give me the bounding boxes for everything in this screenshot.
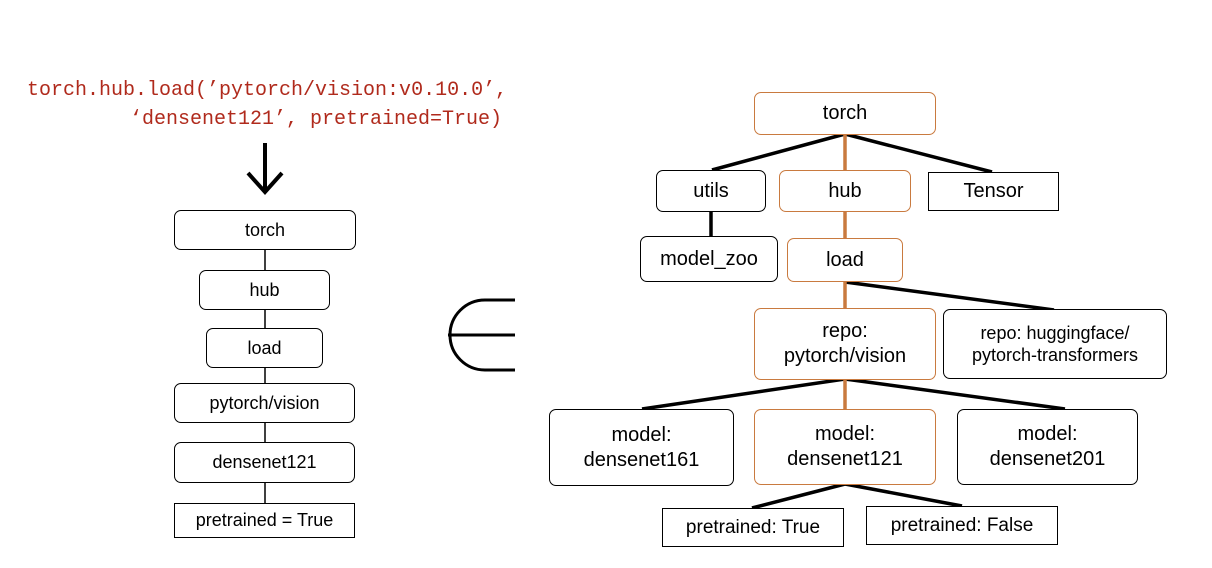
tree-node-pretrained-true: pretrained: True <box>662 508 844 547</box>
tree-node-tensor-label: Tensor <box>963 180 1024 202</box>
left-node-hub: hub <box>199 270 330 310</box>
left-node-hub-label: hub <box>249 279 280 300</box>
down-arrow-icon <box>246 143 284 195</box>
tree-node-load: load <box>787 238 903 282</box>
tree-node-torch-label: torch <box>822 102 868 124</box>
tree-node-repo-vision-line2: pytorch/vision <box>783 345 907 367</box>
tree-node-model-densenet121-line1: model: <box>814 423 876 445</box>
left-node-pretrained: pretrained = True <box>174 503 355 538</box>
tree-node-model-densenet161-line1: model: <box>611 423 672 446</box>
tree-node-model-densenet201-line1: model: <box>1017 423 1078 445</box>
left-node-pretrained-label: pretrained = True <box>195 510 334 531</box>
left-node-repo-label: pytorch/vision <box>209 392 320 413</box>
tree-node-torch: torch <box>754 92 936 135</box>
code-line-2: ‘densenet121’, pretrained=True) <box>130 108 503 131</box>
tree-node-model-densenet161: model: densenet161 <box>549 409 734 486</box>
tree-node-repo-huggingface-line2: pytorch-transformers <box>971 345 1139 365</box>
left-node-load-label: load <box>247 337 282 358</box>
code-line-1: torch.hub.load(’pytorch/vision:v0.10.0’, <box>27 79 508 102</box>
tree-node-model-zoo-label: model_zoo <box>660 247 758 270</box>
tree-node-model-densenet201: model: densenet201 <box>957 409 1138 485</box>
element-of-symbol <box>448 298 515 372</box>
tree-node-hub: hub <box>779 170 911 212</box>
tree-node-model-densenet121: model: densenet121 <box>754 409 936 485</box>
tree-node-model-densenet161-line2: densenet161 <box>583 448 700 471</box>
left-node-torch-label: torch <box>244 219 286 240</box>
tree-node-repo-huggingface: repo: huggingface/ pytorch-transformers <box>943 309 1167 379</box>
left-node-model: densenet121 <box>174 442 355 483</box>
tree-node-pretrained-false: pretrained: False <box>866 506 1058 545</box>
tree-connectors <box>641 132 1066 510</box>
tree-node-repo-huggingface-line1: repo: huggingface/ <box>980 322 1130 343</box>
tree-node-repo-vision: repo: pytorch/vision <box>754 308 936 380</box>
tree-node-hub-label: hub <box>828 179 862 202</box>
left-node-repo: pytorch/vision <box>174 383 355 423</box>
tree-node-model-zoo: model_zoo <box>640 236 778 282</box>
left-node-load: load <box>206 328 323 368</box>
tree-node-pretrained-false-label: pretrained: False <box>890 514 1034 536</box>
tree-node-model-densenet121-line2: densenet121 <box>787 448 903 470</box>
tree-node-model-densenet201-line2: densenet201 <box>989 448 1106 470</box>
tree-node-repo-vision-line1: repo: <box>822 320 868 342</box>
left-node-model-label: densenet121 <box>212 452 317 473</box>
tree-node-utils-label: utils <box>693 179 729 202</box>
left-node-torch: torch <box>174 210 356 250</box>
tree-node-load-label: load <box>826 248 864 271</box>
tree-node-tensor: Tensor <box>928 172 1059 211</box>
tree-node-pretrained-true-label: pretrained: True <box>685 516 821 538</box>
tree-node-utils: utils <box>656 170 766 212</box>
